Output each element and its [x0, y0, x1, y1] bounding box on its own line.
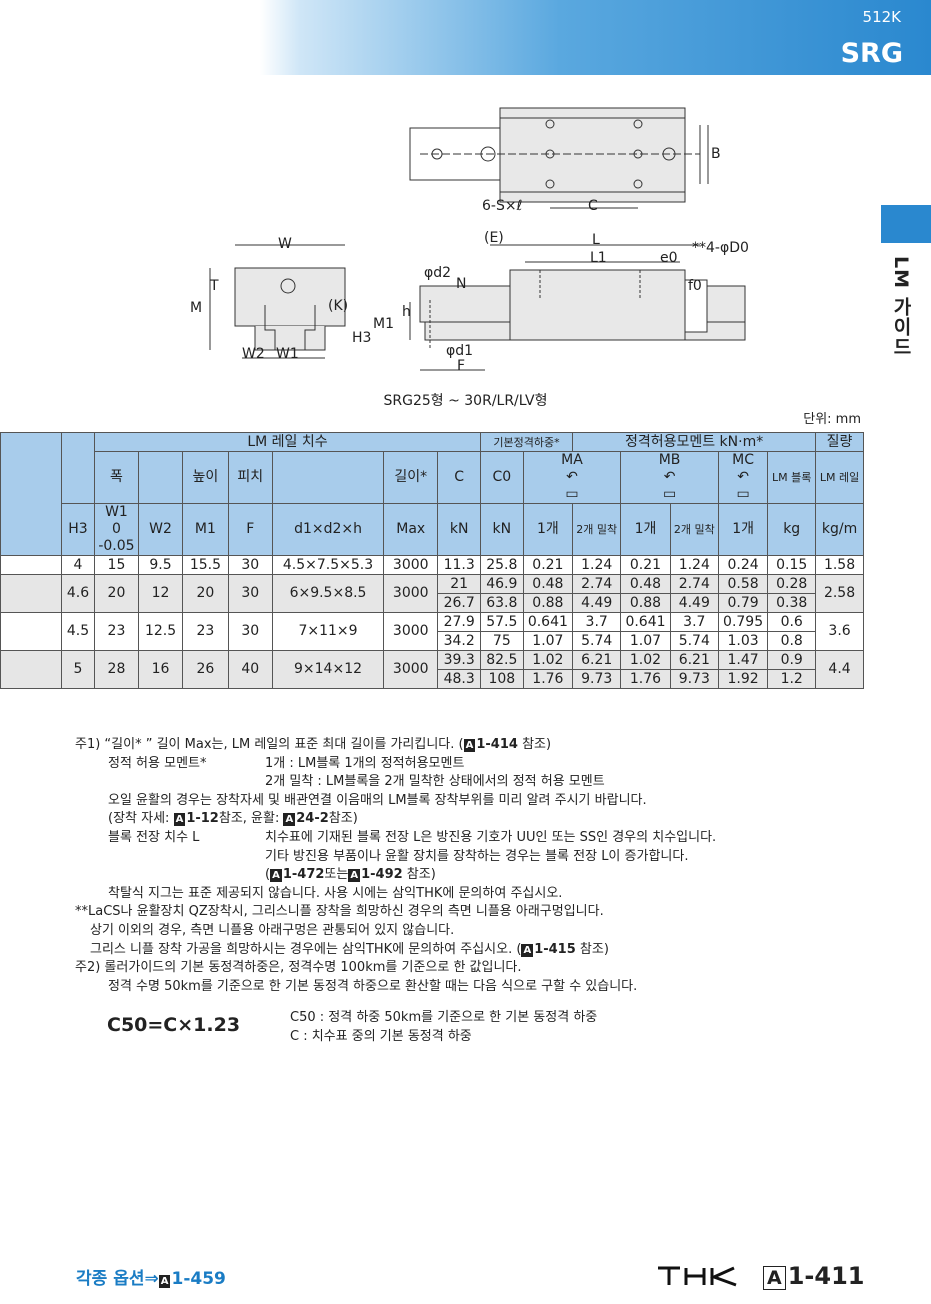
note-13: 주2) 롤러가이드의 기본 동정격하중은, 정격수명 100km를 기준으로 한… [75, 960, 522, 976]
unit-max: Max [383, 503, 439, 556]
formula-description: C50 : 정격 하중 50km를 기준으로 한 기본 동정격 하중 C : 치… [290, 1010, 598, 1044]
note-11: 상기 이외의 경우, 측면 니플용 아래구멍은 관통되어 있지 않습니다. [90, 922, 455, 938]
c-header: C [437, 451, 481, 504]
note-7: 기타 방진용 부품이나 윤활 장치를 장착하는 경우는 블록 전장 L이 증가합… [265, 848, 689, 864]
label-k: (K) [328, 298, 348, 314]
label-w2: W2 [242, 346, 265, 362]
top-view [409, 107, 709, 209]
formula: C50=C×1.23 [107, 1014, 241, 1036]
label-e0: e0 [660, 250, 678, 266]
table-row: 4.5 23 12.5 23 30 7×11×9 3000 27.9 57.5 … [0, 612, 864, 651]
table-row: 48.3 108 1.76 9.73 1.76 9.73 1.92 1.2 [1, 669, 864, 689]
side-label: LM 가이드 [890, 256, 912, 357]
width-header: 폭 [93, 451, 139, 504]
label-t: T [209, 278, 219, 294]
unit-kgm: kg/m [815, 503, 864, 556]
label-e: (E) [484, 230, 504, 246]
front-view [209, 244, 346, 359]
mass-group-header: 질량 [815, 432, 864, 452]
label-d1: φd1 [446, 343, 473, 359]
length-header: 길이* [383, 451, 439, 504]
unit-w2: W2 [137, 503, 184, 556]
label-l1: L1 [590, 250, 607, 266]
label-f: F [457, 358, 465, 374]
lm-rail-header: LM 레일 [815, 451, 864, 504]
unit-c0: kN [479, 503, 524, 556]
unit-ma1: 1개 [522, 503, 574, 556]
table-row: 4 15 9.5 15.5 30 4.5×7.5×5.3 3000 11.3 2… [0, 555, 864, 575]
label-f0: f0 [688, 278, 702, 294]
drawing-caption: SRG25형 ~ 30R/LR/LV형 [383, 393, 548, 409]
note-3: 2개 밀착 : LM블록을 2개 밀착한 상태에서의 정적 허용 모멘트 [265, 774, 605, 790]
table-row: 26.7 63.8 0.88 4.49 0.88 4.49 0.79 0.38 [1, 593, 864, 613]
label-w1: W1 [276, 346, 299, 362]
note-10: **LaCS나 윤활장치 QZ장착시, 그리스니플 장착을 희망하신 경우의 측… [75, 904, 604, 920]
thk-logo [658, 1266, 737, 1287]
mb-header: MB↶▭ [620, 451, 719, 504]
label-b: B [711, 146, 721, 162]
pitch-header: 피치 [227, 451, 273, 504]
page-code: 512K [862, 8, 901, 26]
model-header [0, 432, 62, 556]
unit-label: 단위: mm [803, 412, 861, 427]
unit-mc: 1개 [717, 503, 769, 556]
note-4: 오일 윤활의 경우는 장착자세 및 배관연결 이음매의 LM블록 장착부위를 미… [108, 792, 647, 808]
label-m: M [190, 300, 202, 316]
mc-header: MC↶▭ [717, 451, 769, 504]
notes-section: 주1) “길이* ” 길이 Max는, LM 레일의 표준 최대 길이를 가리킵… [0, 736, 931, 996]
side-tab-marker [881, 205, 931, 243]
label-n: N [456, 276, 466, 292]
note-2: 정적 허용 모멘트*1개 : LM블록 1개의 정적허용모멘트 [108, 755, 465, 771]
page-header-band: 512K SRG [0, 0, 931, 75]
label-4d0: **4-φD0 [692, 240, 749, 256]
note-14: 정격 수명 50km를 기준으로 한 기본 동정격 하중으로 환산할 때는 다음… [108, 978, 638, 994]
label-6sxl: 6-S×ℓ [482, 198, 522, 214]
technical-drawing: 6-S×ℓ C B W T M (K) H3 W2 W1 (E) L L1 **… [190, 107, 749, 374]
note-9: 착탈식 지그는 표준 제공되지 않습니다. 사용 시에는 삼익THK에 문의하여… [108, 885, 563, 901]
c0-header: C0 [479, 451, 524, 504]
label-h3: H3 [352, 330, 371, 346]
unit-d: d1×d2×h [271, 503, 385, 556]
label-h: h [402, 304, 411, 320]
series-title: SRG [840, 38, 903, 69]
lm-block-header: LM 블록 [767, 451, 817, 504]
note-12: 그리스 니플 장착 가공을 희망하시는 경우에는 삼익THK에 문의하여 주십시… [90, 941, 609, 957]
unit-mb1: 1개 [620, 503, 671, 556]
label-c: C [588, 198, 598, 214]
note-1: 주1) “길이* ” 길이 Max는, LM 레일의 표준 최대 길이를 가리킵… [75, 737, 552, 752]
table-row: 5 28 16 26 40 9×14×12 3000 39.3 82.5 1.0… [0, 650, 864, 689]
load-group-header: 기본정격하중* [479, 432, 574, 452]
ma-header: MA↶▭ [522, 451, 622, 504]
spec-table: LM 레일 치수 기본정격하중* 정격허용모멘트 kN·m* 질량 폭 높이 피… [0, 432, 864, 689]
unit-ma2: 2개 밀착 [572, 503, 622, 556]
h3-header [61, 432, 95, 504]
table-row: 4.6 20 12 20 30 6×9.5×8.5 3000 21 46.9 0… [0, 574, 864, 613]
side-view [409, 244, 746, 371]
unit-mb2: 2개 밀착 [669, 503, 719, 556]
label-m1: M1 [373, 316, 394, 332]
label-w: W [278, 236, 292, 252]
label-l: L [592, 232, 600, 248]
label-d2: φd2 [424, 265, 451, 281]
unit-m1: M1 [182, 503, 229, 556]
height-header: 높이 [182, 451, 229, 504]
unit-h3: H3 [61, 503, 95, 556]
moment-group-header: 정격허용모멘트 kN·m* [572, 432, 817, 452]
rail-group-header: LM 레일 치수 [93, 432, 481, 452]
unit-f: F [227, 503, 273, 556]
unit-c: kN [437, 503, 481, 556]
unit-kg: kg [767, 503, 817, 556]
